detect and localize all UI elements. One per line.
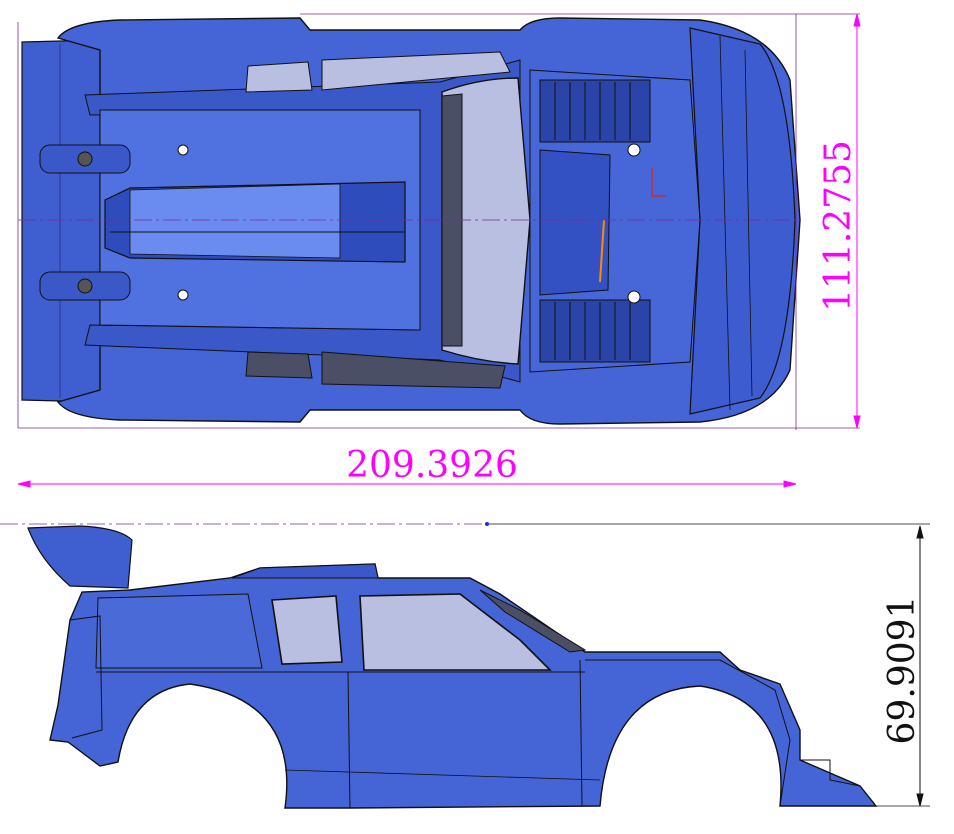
top-view-construction-lines <box>17 13 860 430</box>
car-body-side <box>49 563 878 809</box>
windshield <box>441 77 531 365</box>
top-height-label: 111.2755 <box>818 140 859 312</box>
dimension-top-height <box>853 13 861 429</box>
hood-vent-lower <box>539 299 651 363</box>
hood-vent-upper <box>539 79 651 143</box>
top-width-label: 209.3926 <box>346 445 518 486</box>
side-view <box>27 525 878 809</box>
top-view <box>21 17 801 425</box>
side-rear-wing <box>27 525 133 589</box>
side-front-window <box>359 593 552 671</box>
side-rear-window <box>271 595 343 665</box>
dimension-top-width <box>17 480 797 488</box>
side-height-label: 69.9091 <box>882 596 923 745</box>
dimension-side-height <box>876 525 930 807</box>
